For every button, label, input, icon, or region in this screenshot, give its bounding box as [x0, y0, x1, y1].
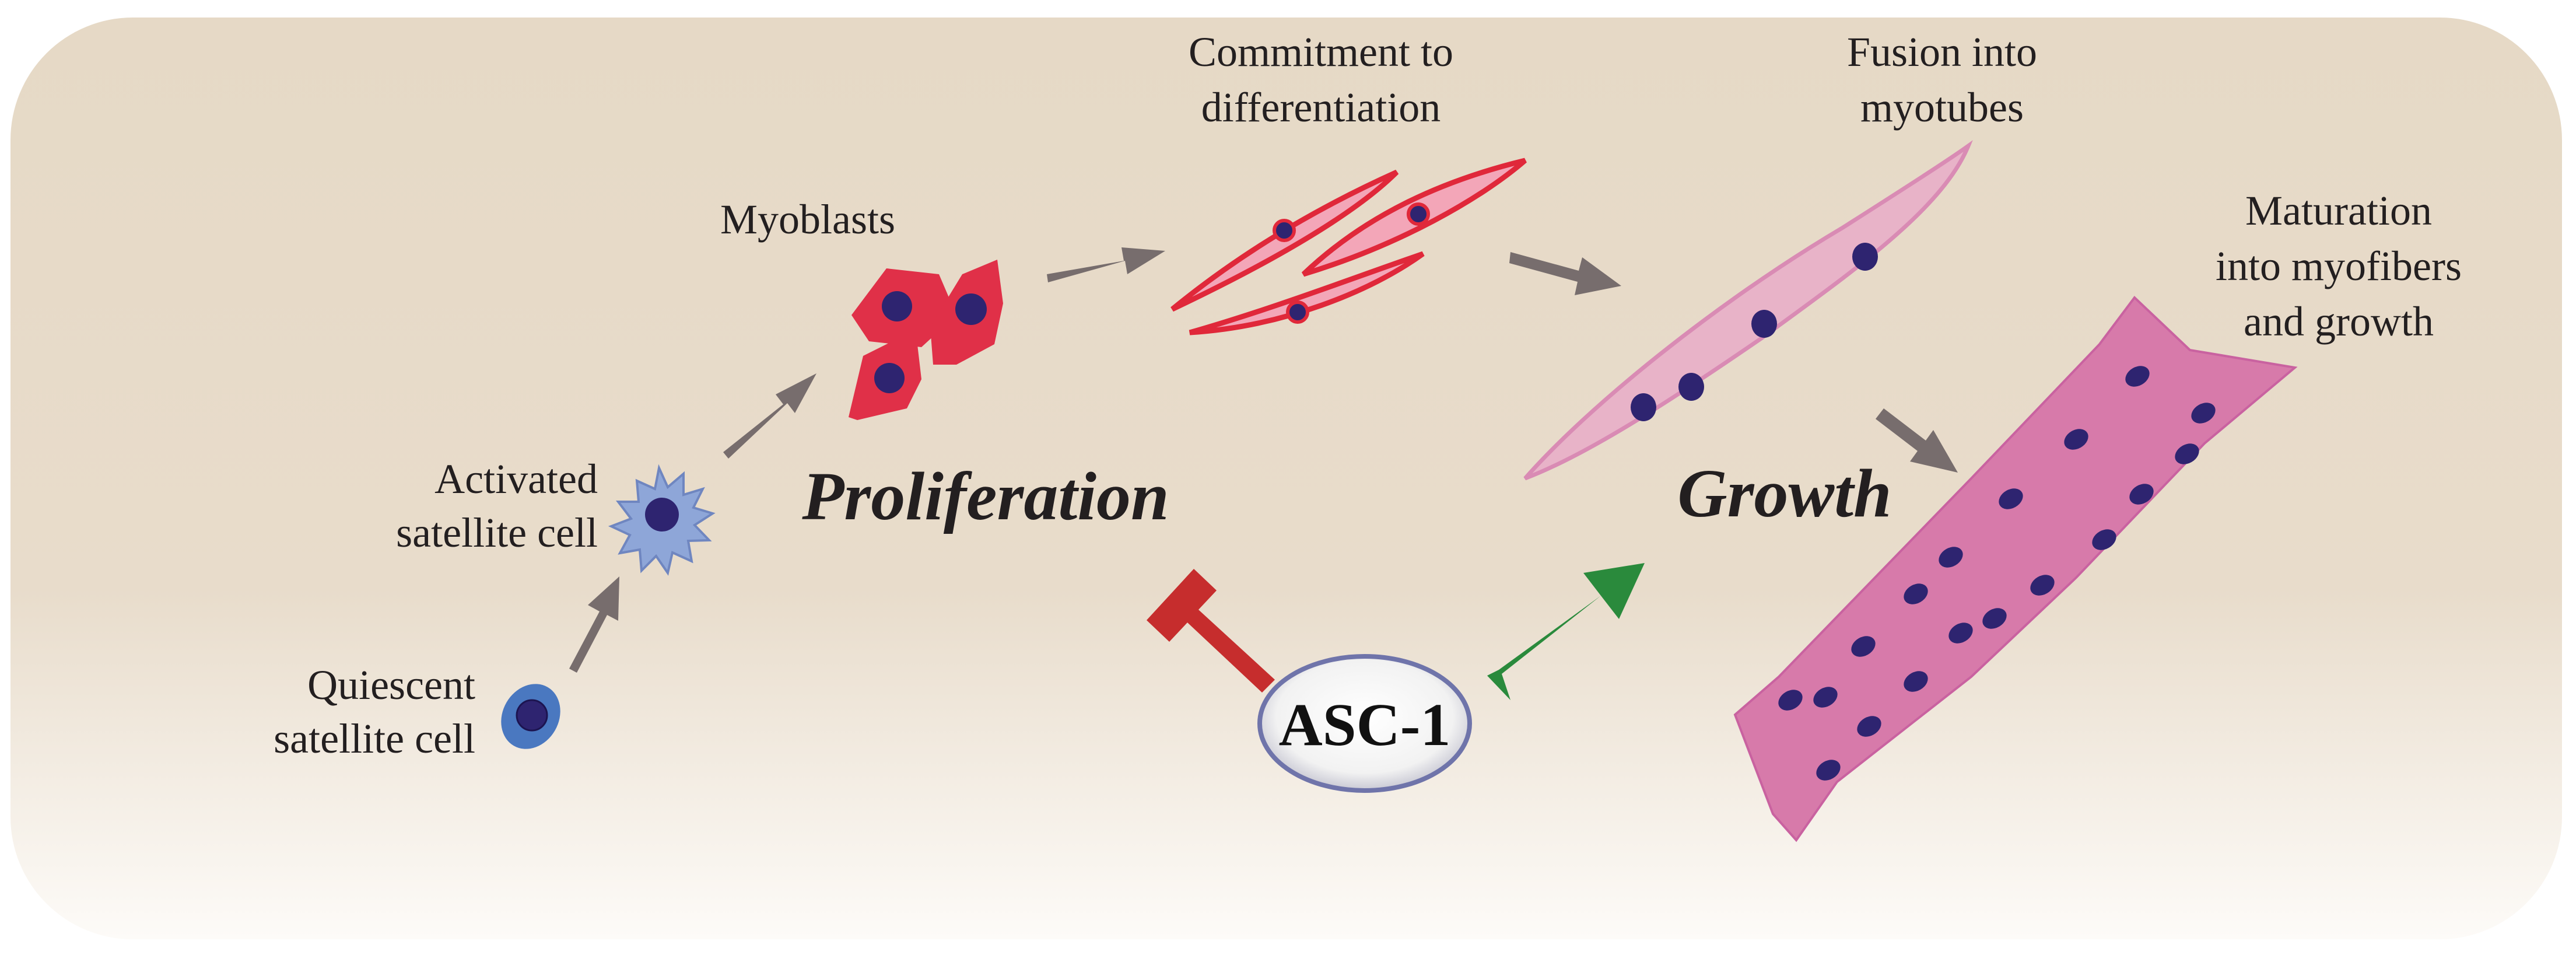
- arrow-commitment-to-myotube: [1509, 252, 1621, 295]
- background-panel: [10, 18, 2562, 939]
- myoblast-cells: [849, 260, 1003, 420]
- activated-label-line2: satellite cell: [396, 509, 598, 556]
- commitment-label-line1: Commitment to: [1189, 29, 1453, 75]
- quiescent-label-line2: satellite cell: [274, 715, 475, 762]
- maturation-label-line2: into myofibers: [2216, 243, 2462, 289]
- committed-myocytes: [1170, 158, 1527, 335]
- arrow-activated-to-myoblasts: [723, 373, 816, 459]
- fusion-label-line1: Fusion into: [1847, 29, 2037, 75]
- quiescent-label-line1: Quiescent: [307, 662, 475, 708]
- proliferation-label: Proliferation: [801, 458, 1169, 534]
- fusion-label-line2: myotubes: [1860, 84, 2024, 131]
- arrow-myoblasts-to-commitment: [1047, 247, 1165, 282]
- activated-satellite-cell: [608, 464, 716, 576]
- promotion-arrow: [1487, 563, 1645, 700]
- growth-label: Growth: [1677, 455, 1891, 532]
- myoblasts-label: Myoblasts: [720, 196, 895, 243]
- maturation-label-line3: and growth: [2244, 298, 2434, 345]
- asc1-node: [1257, 654, 1472, 793]
- arrow-myotube-to-myofiber: [1876, 408, 1958, 473]
- arrow-quiescent-to-activated: [569, 576, 619, 673]
- myofiber: [1733, 296, 2298, 842]
- asc1-label: ASC-1: [1279, 691, 1451, 758]
- activated-label-line1: Activated: [434, 456, 598, 502]
- quiescent-satellite-cell: [501, 684, 560, 749]
- maturation-label-line1: Maturation: [2245, 187, 2432, 234]
- commitment-label-line2: differentiation: [1201, 84, 1441, 131]
- myotube: [1523, 140, 1973, 481]
- inhibition-arrow: [1147, 569, 1275, 693]
